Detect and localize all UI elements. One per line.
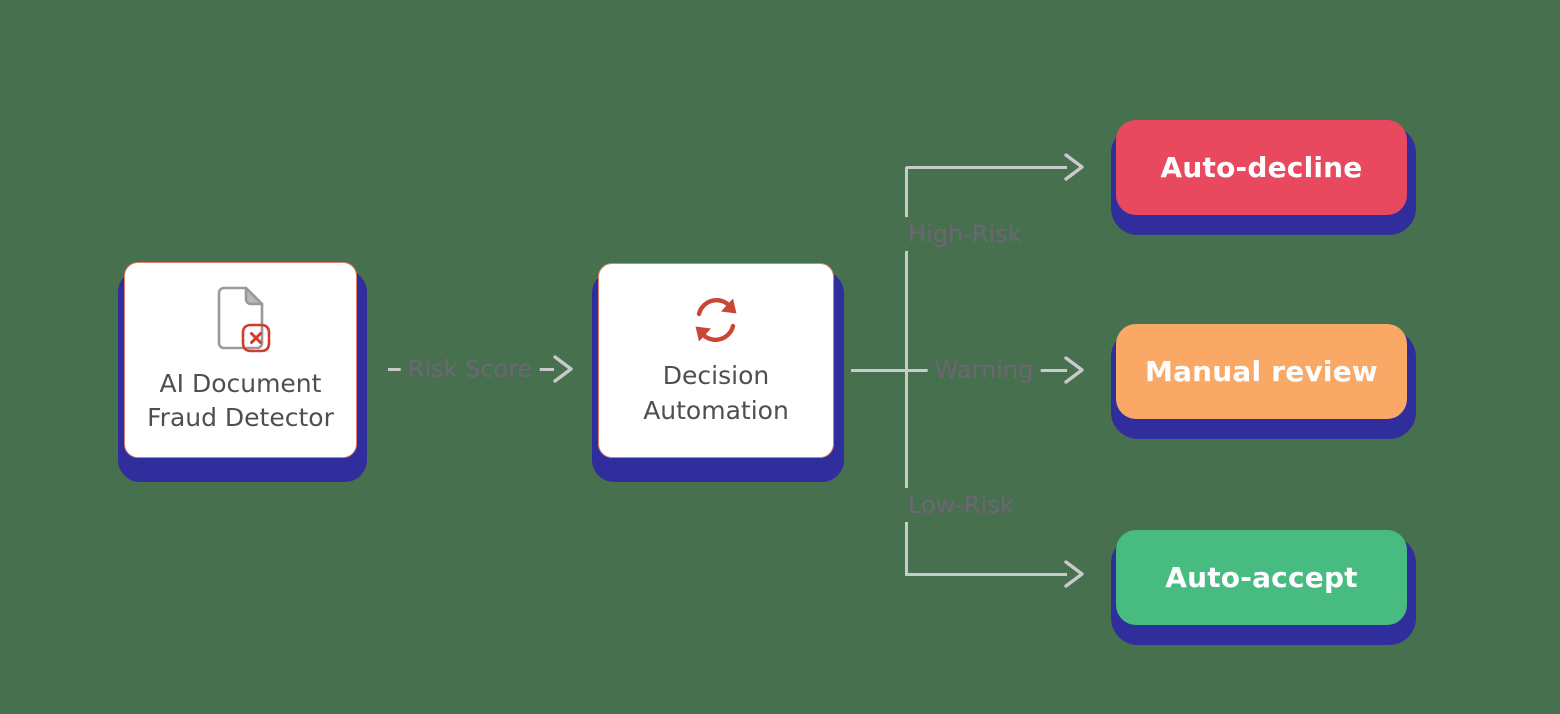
connector-trunk [905,167,908,576]
connector-low-risk [906,573,1067,576]
arrow-head-icon [1063,559,1085,589]
node-label: AI Document Fraud Detector [147,368,334,433]
outcome-auto-decline: Auto-decline [1116,120,1407,215]
connector-high-risk [906,166,1067,169]
outcome-manual-review: Manual review [1116,324,1407,419]
outcome-label: Manual review [1145,355,1378,388]
sync-icon [689,293,743,347]
outcome-auto-accept: Auto-accept [1116,530,1407,625]
node-decision-automation: Decision Automation [598,263,834,458]
edge-label-warning: Warning [927,353,1041,387]
edge-label-high-risk: High-Risk [901,217,1029,251]
outcome-label: Auto-accept [1165,561,1358,594]
node-label: Decision Automation [643,361,789,425]
arrow-head-icon [1063,152,1085,182]
outcome-label: Auto-decline [1160,151,1363,184]
node-fraud-detector: AI Document Fraud Detector [124,262,357,458]
edge-label-low-risk: Low-Risk [901,488,1021,522]
edge-label-risk-score: Risk Score [400,352,540,386]
document-fraud-icon [210,285,272,355]
arrow-head-icon [552,354,574,384]
arrow-head-icon [1063,355,1085,385]
